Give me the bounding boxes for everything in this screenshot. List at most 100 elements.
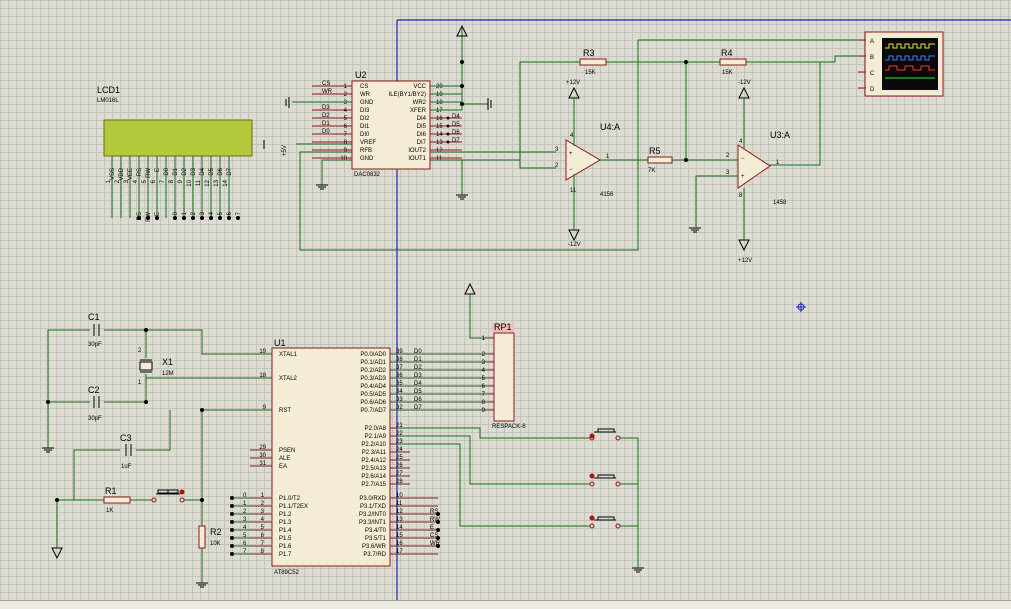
u2-pin-name: DI4	[417, 116, 427, 122]
scope-trace-b	[885, 55, 935, 61]
u1-pin-number: 34	[396, 389, 403, 395]
lcd1-net-label: RS	[137, 212, 143, 220]
key-button-2[interactable]	[589, 473, 621, 487]
u1-pin-name: P0.0/AD0	[360, 352, 386, 358]
u1-net-label: 1	[243, 501, 247, 507]
u1-net-label: D1	[414, 357, 422, 363]
u1-net-label: CS	[430, 533, 438, 539]
r2-resistor[interactable]: R2 10K	[198, 525, 222, 549]
u3a-pin: 8	[739, 193, 743, 199]
lcd1-net-label: 4	[209, 211, 215, 215]
rp1-part: RESPACK-8	[492, 424, 526, 430]
u3a-pin: 2	[726, 153, 730, 159]
lcd1-part: LM016L	[97, 98, 119, 104]
u1-net-label: D2	[414, 365, 422, 371]
u2-pin-number: 14	[436, 132, 443, 138]
key-button-1[interactable]	[589, 428, 621, 441]
u4a-pin: 11	[570, 188, 577, 194]
u2-pin-number: 6	[344, 124, 348, 130]
r3-ref: R3	[583, 48, 595, 58]
lcd1-pin-number: 3	[124, 179, 130, 183]
u1-pin-name: XTAL2	[279, 376, 298, 382]
r3-resistor[interactable]: R3 15K	[579, 48, 607, 76]
r2-value: 10K	[210, 541, 221, 547]
u1-pin-number: 23	[396, 439, 403, 445]
u2-pin-name: DI2	[360, 116, 370, 122]
u1-net-label: RW	[430, 517, 440, 523]
u1-net-label: D7	[414, 405, 422, 411]
c2-value: 30pF	[88, 416, 102, 422]
lcd1-pin-number: 4	[133, 179, 139, 183]
u1-pin-name: P2.1/A9	[365, 434, 387, 440]
u1-pin-name: P1.1/T2EX	[279, 504, 308, 510]
u4a-pin: 3	[555, 147, 559, 153]
u1-pin-name: P3.0/RXD	[359, 496, 386, 502]
u1-pin-name: P2.4/A12	[361, 458, 386, 464]
u1-pin-name: P0.5/AD5	[360, 392, 386, 398]
u1-pin-number: 13	[396, 517, 403, 523]
u1-pin-number: 7	[261, 541, 265, 547]
u2-vref-label: +5V	[282, 145, 288, 156]
lcd1-pin-number: 13	[214, 179, 220, 186]
u2-net-label: WR	[322, 89, 333, 95]
u2-pin-number: 4	[344, 108, 348, 114]
u1-pin-number: 5	[261, 525, 265, 531]
r5-resistor[interactable]: R5 7K	[647, 146, 673, 174]
reset-button[interactable]	[151, 489, 185, 503]
u3a-opamp[interactable]: U3:A − + 2 3 1 4 8 1458 -12V +12V	[726, 80, 790, 264]
u4a-opamp[interactable]: U4:A + − 3 2 1 4 11 4156 +12V -12V	[555, 80, 620, 248]
u1-net-label: RS	[430, 509, 438, 515]
u1-pin-number: 26	[396, 463, 403, 469]
u1-pin-name: P3.3/INT1	[359, 520, 387, 526]
u3a-part: 1458	[773, 200, 787, 206]
mcu-wiring	[46, 294, 639, 583]
lcd1-net-label: 5	[218, 211, 224, 215]
u1-pin-number: 30	[259, 453, 266, 459]
u1-net-label: D0	[414, 349, 422, 355]
scope-channel-label: B	[870, 55, 874, 61]
u1-pin-number: 31	[259, 461, 266, 467]
lcd1[interactable]: LCD1 LM016L VSS1VDD2VEE3RS4RW5E6D07D18D2…	[97, 85, 253, 222]
u1-pin-number: 24	[396, 447, 403, 453]
u2-pin-name: DI1	[360, 124, 370, 130]
u1-pin-name: P1.5	[279, 536, 292, 542]
lcd1-pin-name: D3	[191, 167, 197, 175]
rp1-pin-number: 8	[482, 400, 486, 406]
r4-resistor[interactable]: R4 15K	[719, 48, 747, 76]
c3-capacitor[interactable]: C3 1uF	[120, 433, 132, 470]
u1-pin-number: 15	[396, 533, 403, 539]
u2-net-label: D2	[322, 113, 330, 119]
u2-pin-name: DI5	[417, 124, 427, 130]
u1-net-label: 5	[243, 533, 247, 539]
r5-ref: R5	[649, 146, 661, 156]
r1-resistor[interactable]: R1 1K	[103, 486, 131, 514]
lcd1-pin-number: 2	[115, 179, 121, 183]
status-bar	[0, 600, 1011, 609]
u4a-part: 4156	[600, 192, 614, 198]
u1-pin-name: RST	[279, 408, 291, 414]
u1-body	[271, 347, 391, 567]
u1-net-label: D5	[414, 389, 422, 395]
u1-pin-number: 18	[259, 373, 266, 379]
key-button-3[interactable]	[589, 515, 621, 529]
rp1-pin-number: 9	[482, 408, 486, 414]
x1-crystal[interactable]: X1 12M 2 1	[138, 348, 174, 386]
u1-net-label: 3	[243, 517, 247, 523]
u1-pin-number: 16	[396, 541, 403, 547]
lcd1-pin-number: 1	[106, 179, 112, 183]
u1-net-label: 0	[243, 493, 247, 499]
u3a-ref: U3:A	[770, 130, 790, 140]
c2-capacitor[interactable]: C2 30pF	[88, 385, 102, 422]
u1-net-label: 6	[243, 541, 247, 547]
u1-pin-name: P1.6	[279, 544, 292, 550]
u1-net-label: 4	[243, 525, 247, 531]
c1-capacitor[interactable]: C1 30pF	[88, 312, 102, 348]
lcd1-net-label: RW	[146, 212, 152, 222]
u1-pin-name: P2.6/A14	[361, 474, 386, 480]
u1-pin-name: P3.4/T0	[365, 528, 387, 534]
